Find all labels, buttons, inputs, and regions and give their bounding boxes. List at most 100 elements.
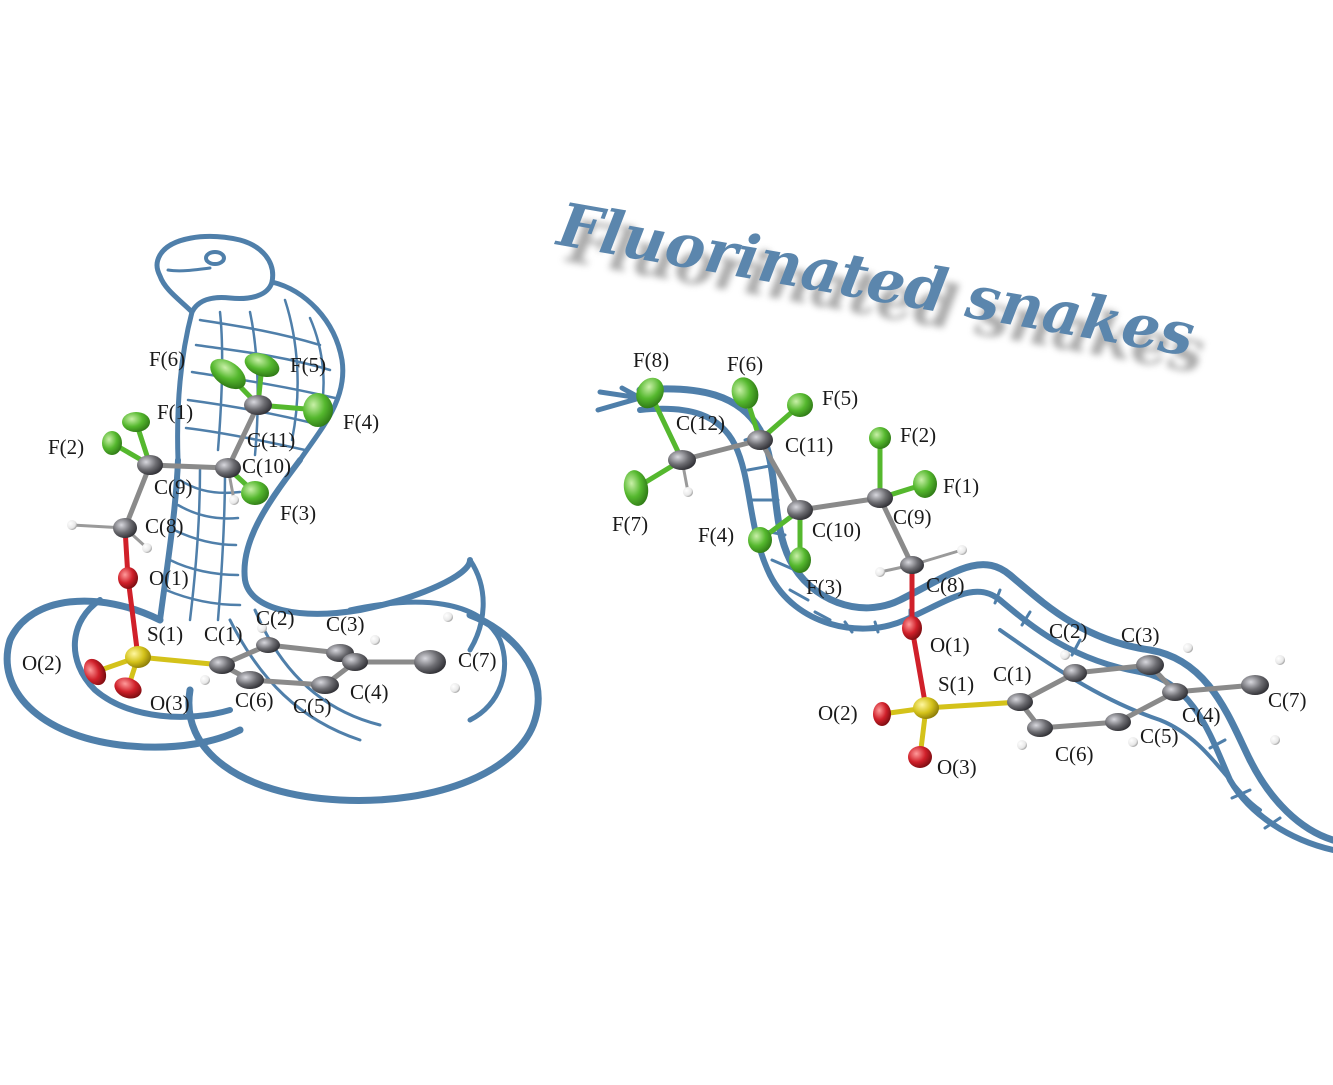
label-f7: F(7) xyxy=(612,512,648,536)
atom-o3 xyxy=(114,677,142,699)
label-o3: O(3) xyxy=(150,691,190,715)
label-f5: F(5) xyxy=(290,353,326,377)
cobra-eye xyxy=(204,250,226,266)
label-c3: C(3) xyxy=(1121,623,1160,647)
atom-o2 xyxy=(83,658,107,686)
atom-f1 xyxy=(122,412,150,432)
cobra-neck-outline xyxy=(157,457,473,623)
label-c11: C(11) xyxy=(785,433,833,457)
atom-c3 xyxy=(1136,655,1164,675)
atom-f3 xyxy=(241,481,269,505)
atom-h xyxy=(1060,650,1070,660)
cobra-mouth xyxy=(166,266,212,273)
atom-f4 xyxy=(748,527,772,553)
atom-c2 xyxy=(256,637,280,653)
snake-drawing xyxy=(595,385,1333,853)
atom-f8 xyxy=(636,377,664,409)
label-c1: C(1) xyxy=(204,622,243,646)
snake-body-inner xyxy=(637,405,1333,853)
label-f3: F(3) xyxy=(280,501,316,525)
label-f1: F(1) xyxy=(943,474,979,498)
snake-body-stripe xyxy=(998,628,1262,812)
atom-h xyxy=(1270,735,1280,745)
atom-c11 xyxy=(747,430,773,450)
atom-h xyxy=(142,543,152,553)
atom-f7 xyxy=(623,470,649,506)
label-c4: C(4) xyxy=(350,680,389,704)
label-c11: C(11) xyxy=(247,428,295,452)
label-c5: C(5) xyxy=(293,694,332,718)
cobra-head-outline xyxy=(154,234,276,315)
label-f2: F(2) xyxy=(900,423,936,447)
atom-o1 xyxy=(118,567,138,589)
atom-c6 xyxy=(1027,719,1053,737)
label-o1: O(1) xyxy=(930,633,970,657)
cobra-coil-lower xyxy=(185,611,542,804)
atom-c9 xyxy=(137,455,163,475)
label-c3: C(3) xyxy=(326,612,365,636)
cobra-coil-inner xyxy=(71,597,233,720)
label-f6: F(6) xyxy=(149,347,185,371)
cobra-tail xyxy=(347,557,508,723)
label-c2: C(2) xyxy=(1049,619,1088,643)
atom-h xyxy=(683,487,693,497)
label-c2: C(2) xyxy=(256,606,295,630)
atom-c2 xyxy=(1063,664,1087,682)
atom-h xyxy=(1275,655,1285,665)
label-c6: C(6) xyxy=(1055,742,1094,766)
atom-c4 xyxy=(1162,683,1188,701)
right-molecule-labels: F(8) F(6) F(5) C(12) C(11) F(2) F(1) F(7… xyxy=(612,348,1307,779)
atom-c8 xyxy=(900,556,924,574)
label-o1: O(1) xyxy=(149,566,189,590)
left-molecule-labels: F(6) F(5) F(1) F(4) F(2) C(11) C(10) C(9… xyxy=(22,347,497,718)
atom-c9 xyxy=(867,488,893,508)
atom-c5 xyxy=(1105,713,1131,731)
label-c7: C(7) xyxy=(1268,688,1307,712)
label-f4: F(4) xyxy=(698,523,734,547)
atom-f5 xyxy=(244,352,280,378)
right-molecule-atoms xyxy=(623,377,1285,768)
label-c6: C(6) xyxy=(235,688,274,712)
atom-c10 xyxy=(787,500,813,520)
atom-h xyxy=(370,635,380,645)
label-c8: C(8) xyxy=(145,514,184,538)
atom-s1 xyxy=(125,646,151,668)
atom-c7 xyxy=(414,650,446,674)
atom-c8 xyxy=(113,518,137,538)
atom-f3 xyxy=(789,547,811,573)
atom-f4 xyxy=(303,393,333,427)
atom-h xyxy=(450,683,460,693)
label-c5: C(5) xyxy=(1140,724,1179,748)
label-f8: F(8) xyxy=(633,348,669,372)
label-c4: C(4) xyxy=(1182,703,1221,727)
atom-f6 xyxy=(210,358,246,390)
atom-f6 xyxy=(731,377,759,409)
atom-o3 xyxy=(908,746,932,768)
atom-f5 xyxy=(787,393,813,417)
atom-h xyxy=(1128,737,1138,747)
atom-h xyxy=(957,545,967,555)
label-c10: C(10) xyxy=(812,518,861,542)
atom-c11 xyxy=(244,395,272,415)
label-o2: O(2) xyxy=(22,651,62,675)
label-c9: C(9) xyxy=(154,475,193,499)
snake-body-scales xyxy=(743,430,1282,830)
atom-c6 xyxy=(236,671,264,689)
label-o3: O(3) xyxy=(937,755,977,779)
label-c12: C(12) xyxy=(676,411,725,435)
cobra-drawing xyxy=(3,234,542,804)
atom-c5 xyxy=(311,676,339,694)
atom-f2 xyxy=(869,427,891,449)
label-f3: F(3) xyxy=(806,575,842,599)
atom-s1 xyxy=(913,697,939,719)
label-c8: C(8) xyxy=(926,573,965,597)
cobra-coil-outer xyxy=(3,597,244,751)
left-molecule-atoms xyxy=(67,352,460,699)
atom-o1 xyxy=(902,616,922,640)
atom-h xyxy=(443,612,453,622)
label-c7: C(7) xyxy=(458,648,497,672)
atom-c4 xyxy=(342,653,368,671)
atom-h xyxy=(257,623,267,633)
cobra-hood-outline xyxy=(175,279,346,463)
atom-f2 xyxy=(102,431,122,455)
